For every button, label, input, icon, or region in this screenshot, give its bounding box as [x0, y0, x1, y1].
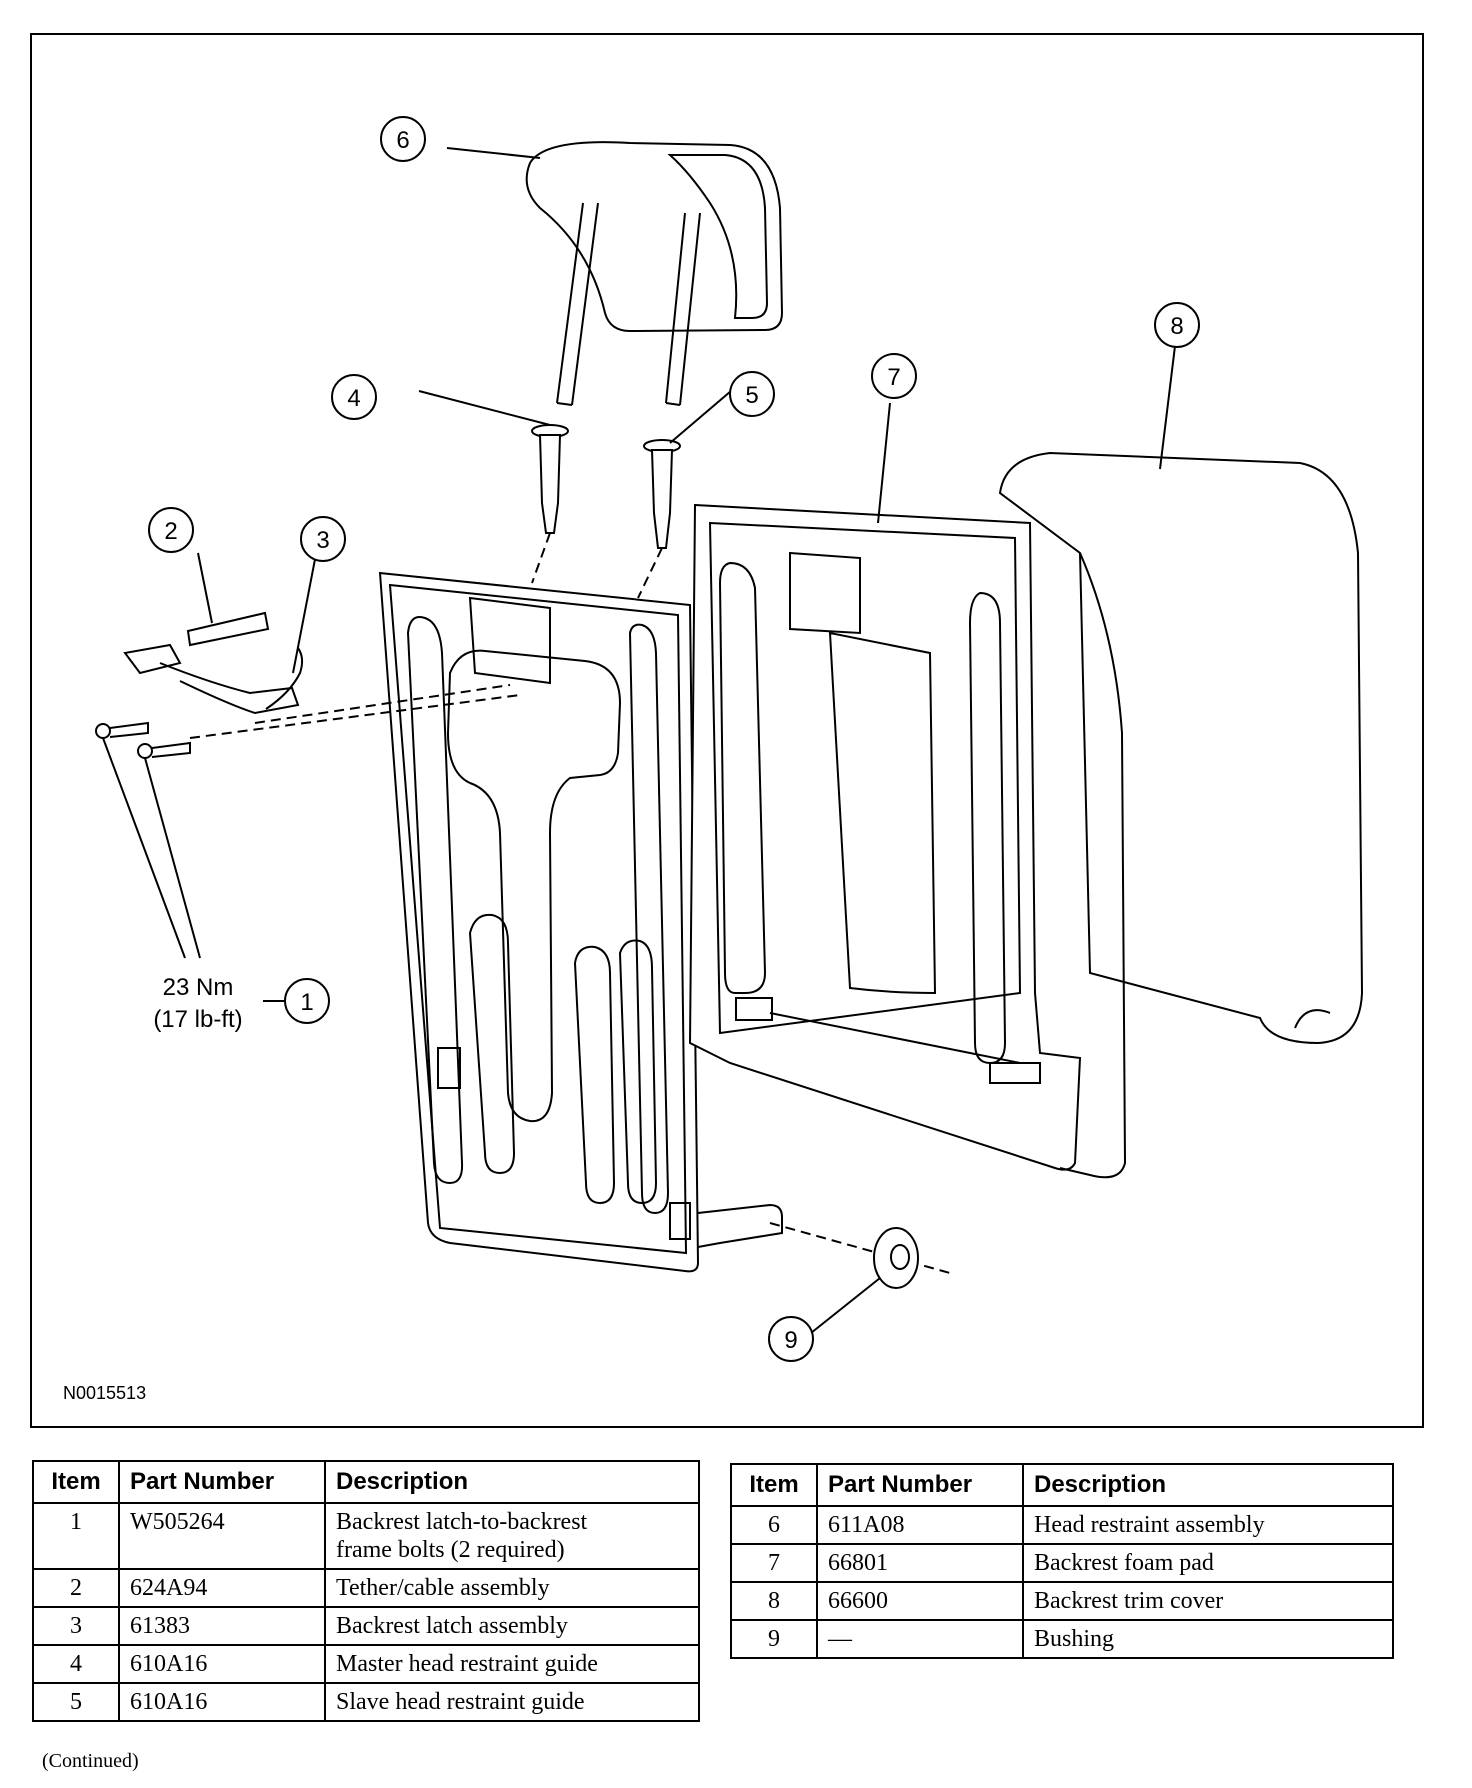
header-part-number: Part Number — [816, 1463, 1024, 1507]
svg-text:8: 8 — [1170, 313, 1183, 340]
table-row: 9 — Bushing — [730, 1619, 1394, 1659]
row-part-number: 611A08 — [816, 1505, 1024, 1545]
row-item: 5 — [32, 1682, 120, 1722]
row-part-number: 61383 — [118, 1606, 326, 1646]
row-item: 1 — [32, 1502, 120, 1570]
row-description: Head restraint assembly — [1022, 1505, 1394, 1545]
svg-text:7: 7 — [887, 364, 900, 391]
callout-7: 7 — [871, 353, 917, 399]
row-part-number: W505264 — [118, 1502, 326, 1570]
backrest-frame-drawing — [378, 571, 783, 1273]
svg-text:6: 6 — [396, 127, 409, 154]
table-row: 5 610A16 Slave head restraint guide — [32, 1682, 700, 1722]
row-description: Bushing — [1022, 1619, 1394, 1659]
row-item: 2 — [32, 1568, 120, 1608]
torque-imperial: (17 lb-ft) — [153, 1006, 242, 1033]
continued-note: (Continued) — [42, 1750, 139, 1772]
table-row: 3 61383 Backrest latch assembly — [32, 1606, 700, 1646]
backrest-foam-pad-drawing — [688, 503, 1082, 1171]
row-part-number: 610A16 — [118, 1644, 326, 1684]
svg-text:9: 9 — [784, 1327, 797, 1354]
parts-table-left: Item Part Number Description 1 W505264 B… — [32, 1460, 700, 1722]
header-part-number: Part Number — [118, 1460, 326, 1504]
backrest-trim-cover-drawing — [998, 451, 1364, 1179]
latch-tether-drawing — [95, 611, 521, 759]
callout-6: 6 — [380, 116, 426, 162]
svg-text:1: 1 — [300, 989, 313, 1016]
row-description: Tether/cable assembly — [324, 1568, 700, 1608]
callout-2: 2 — [148, 507, 194, 553]
exploded-view-diagram: 1 2 3 4 5 6 7 8 9 23 Nm (17 lb-ft) N0015… — [30, 33, 1424, 1428]
callout-4: 4 — [331, 374, 377, 420]
row-item: 7 — [730, 1543, 818, 1583]
table-row: 4 610A16 Master head restraint guide — [32, 1644, 700, 1684]
header-description: Description — [1022, 1463, 1394, 1507]
row-description: Master head restraint guide — [324, 1644, 700, 1684]
row-item: 9 — [730, 1619, 818, 1659]
callout-9: 9 — [768, 1316, 814, 1362]
row-part-number: 66600 — [816, 1581, 1024, 1621]
table-header-row: Item Part Number Description — [32, 1460, 700, 1504]
header-description: Description — [324, 1460, 700, 1504]
row-item: 3 — [32, 1606, 120, 1646]
row-item: 8 — [730, 1581, 818, 1621]
svg-text:5: 5 — [745, 382, 758, 409]
head-restraint-guides-drawing — [531, 424, 681, 599]
table-row: 7 66801 Backrest foam pad — [730, 1543, 1394, 1583]
table-row: 6 611A08 Head restraint assembly — [730, 1505, 1394, 1545]
leader-lines — [102, 147, 1176, 1334]
figure-id: N0015513 — [63, 1383, 146, 1403]
row-part-number: — — [816, 1619, 1024, 1659]
svg-text:4: 4 — [347, 385, 360, 412]
header-item: Item — [730, 1463, 818, 1507]
table-row: 2 624A94 Tether/cable assembly — [32, 1568, 700, 1608]
svg-text:2: 2 — [164, 518, 177, 545]
row-description: Backrest foam pad — [1022, 1543, 1394, 1583]
row-item: 4 — [32, 1644, 120, 1684]
row-description: Backrest latch assembly — [324, 1606, 700, 1646]
callout-5: 5 — [729, 371, 775, 417]
row-item: 6 — [730, 1505, 818, 1545]
bushing-drawing — [769, 1222, 951, 1289]
head-restraint-drawing — [525, 141, 784, 406]
callout-1: 1 — [284, 978, 330, 1024]
row-description: Backrest trim cover — [1022, 1581, 1394, 1621]
row-description: Slave head restraint guide — [324, 1682, 700, 1722]
figure-frame — [30, 33, 1424, 1428]
table-header-row: Item Part Number Description — [730, 1463, 1394, 1507]
row-part-number: 624A94 — [118, 1568, 326, 1608]
row-part-number: 66801 — [816, 1543, 1024, 1583]
callout-3: 3 — [300, 516, 346, 562]
torque-metric: 23 Nm — [163, 974, 234, 1001]
table-row: 8 66600 Backrest trim cover — [730, 1581, 1394, 1621]
header-item: Item — [32, 1460, 120, 1504]
parts-table-right: Item Part Number Description 6 611A08 He… — [730, 1463, 1394, 1659]
callout-8: 8 — [1154, 302, 1200, 348]
svg-text:3: 3 — [316, 527, 329, 554]
row-part-number: 610A16 — [118, 1682, 326, 1722]
